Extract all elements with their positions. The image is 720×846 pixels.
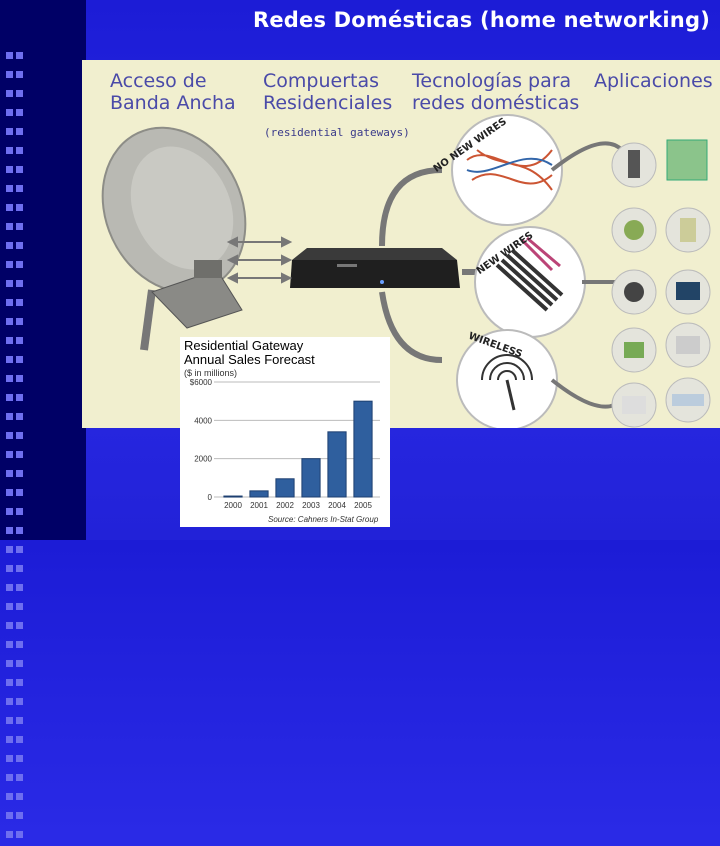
slide-title: Redes Domésticas (home networking) — [180, 8, 710, 32]
x-tick-label: 2002 — [276, 501, 294, 510]
bar — [302, 459, 320, 497]
decorative-squares — [6, 48, 26, 528]
bar — [250, 491, 268, 497]
x-tick-label: 2003 — [302, 501, 320, 510]
bar — [354, 401, 372, 497]
satellite-dish-icon — [82, 104, 272, 350]
y-tick-label: $6000 — [190, 378, 213, 387]
new-wires-circle — [475, 227, 585, 337]
sales-forecast-chart: Residential Gateway Annual Sales Forecas… — [180, 337, 390, 527]
arc-wireless — [382, 292, 442, 360]
bar — [224, 496, 242, 497]
y-tick-label: 0 — [208, 493, 213, 502]
arc-no-new-wires — [382, 170, 442, 246]
y-tick-label: 4000 — [194, 416, 212, 425]
x-tick-label: 2004 — [328, 501, 346, 510]
diagram-graphics — [82, 60, 720, 428]
residential-gateway-icon — [290, 248, 460, 288]
applications-icons — [612, 140, 710, 427]
chart-svg: $6000 4000 2000 0 2000 2001 2002 2003 2004 2005 — [180, 337, 390, 527]
bar — [328, 432, 346, 497]
chart-source: Source: Cahners In-Stat Group — [268, 515, 378, 524]
y-tick-label: 2000 — [194, 455, 212, 464]
bar — [276, 479, 294, 497]
x-tick-label: 2001 — [250, 501, 268, 510]
x-tick-label: 2005 — [354, 501, 372, 510]
diagram-panel: Acceso de Banda Ancha Compuertas Residen… — [82, 60, 720, 428]
x-tick-label: 2000 — [224, 501, 242, 510]
